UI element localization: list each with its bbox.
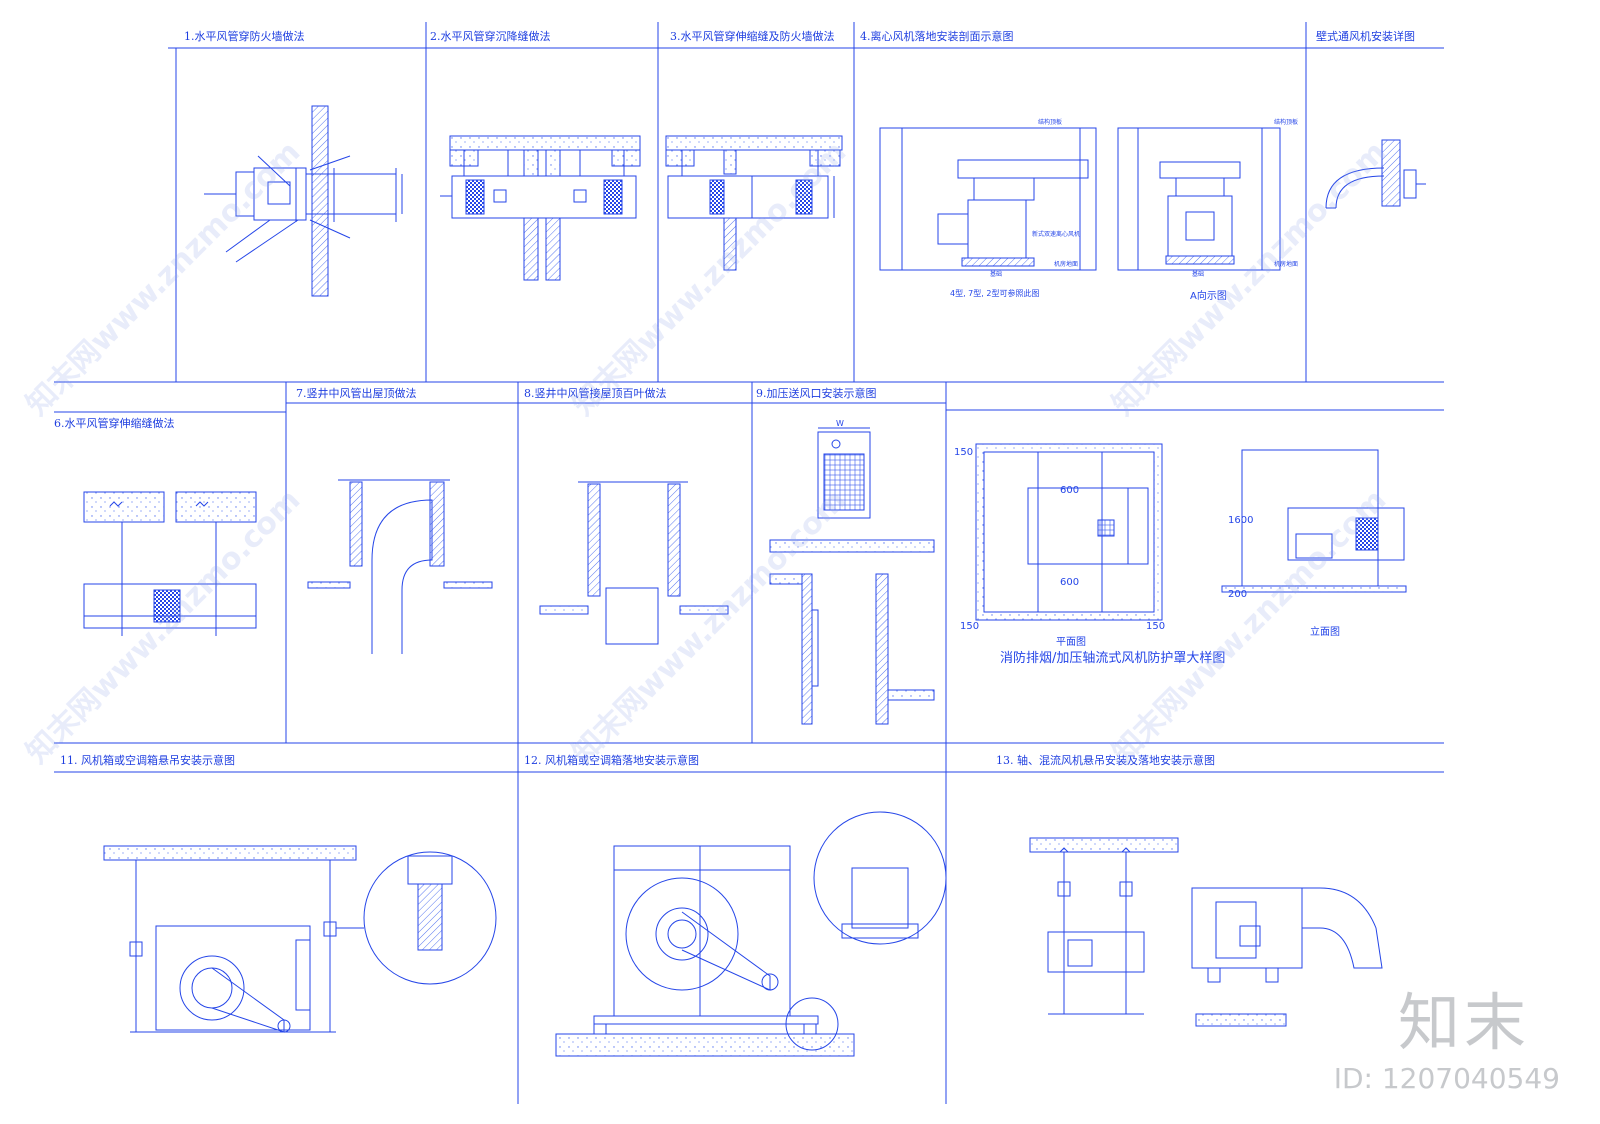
p10-dim-150-c: 150 [1146,621,1166,632]
panel-4-drawing [879,127,1281,271]
p4-base-label-2: 基础 [1192,271,1205,278]
p4-caption-right: A向示图 [1190,291,1227,302]
p4-floor-label-2: 机房地面 [1274,261,1299,268]
panel-11-drawing [103,845,497,1033]
p10-elev-caption: 立面图 [1310,627,1340,638]
panel-5-title: 壁式通风机安装详图 [1316,30,1415,43]
panel-8-title: 8.竖井中风管接屋顶百叶做法 [524,387,667,400]
p4-caption-left: 4型, 7型, 2型可参照此图 [950,289,1040,298]
panel-9-drawing [769,427,935,725]
panel-2-drawing [440,135,641,281]
panel-7-title: 7.竖井中风管出屋顶做法 [296,387,417,400]
p10-dim-600-a: 600 [1060,485,1080,496]
panel-7-drawing [307,479,493,654]
panel-13-title: 13. 轴、混流风机悬吊安装及落地安装示意图 [996,754,1215,767]
panel-12-drawing [555,811,947,1057]
panel-5-drawing [1325,139,1426,209]
panel-2-title: 2.水平风管穿沉降缝做法 [430,30,551,43]
image-id: ID: 1207040549 [1333,1062,1560,1095]
panel-1-title: 1.水平风管穿防火墙做法 [184,30,305,43]
panel-3-drawing [665,135,843,271]
panel-9-title: 9.加压送风口安装示意图 [756,387,877,400]
p10-dim-600-b: 600 [1060,577,1080,588]
p10-dim-150-a: 150 [954,447,974,458]
panel-6-title: 6.水平风管穿伸缩缝做法 [54,417,175,430]
p10-dim-150-b: 150 [960,621,980,632]
panel-1-drawing [204,105,403,297]
brand-logo: 知末 [1397,986,1530,1059]
panel-12-title: 12. 风机箱或空调箱落地安装示意图 [524,754,699,767]
panel-10-drawing [975,443,1407,621]
p10-dim-1600: 1600 [1228,515,1254,526]
frame-lines [54,22,1444,1104]
p10-dim-200: 200 [1228,589,1248,600]
panel-11-title: 11. 风机箱或空调箱悬吊安装示意图 [60,754,235,767]
p9-width-label: W [836,419,844,428]
p4-base-label: 基础 [990,271,1003,278]
panel-13-drawing [1029,837,1383,1027]
p4-roof-label-2: 结构顶板 [1274,119,1299,126]
p10-plan-caption: 平面图 [1056,637,1086,648]
panel-3-title: 3.水平风管穿伸缩缝及防火墙做法 [670,30,835,43]
p4-motor-label: 新式双速离心风机 [1032,231,1081,238]
p4-roof-label: 结构顶板 [1038,119,1063,126]
panel-4-title: 4.离心风机落地安装剖面示意图 [860,30,1014,43]
panel-8-drawing [539,481,729,645]
p10-title: 消防排烟/加压轴流式风机防护罩大样图 [1000,651,1226,666]
p4-floor-label: 机房地面 [1054,261,1079,268]
panel-6-drawing [83,491,257,636]
